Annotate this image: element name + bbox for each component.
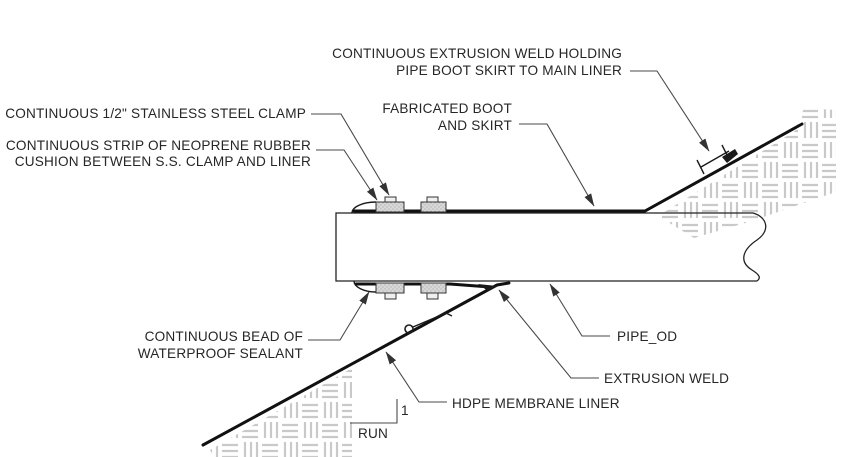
pipe-break-symbol — [743, 212, 767, 282]
boot-wrap-arc-top — [351, 201, 377, 214]
leader-weld-holding — [630, 70, 710, 152]
upper-extrusion-weld-bead — [696, 144, 738, 175]
leader-sealant — [308, 291, 370, 341]
hdpe-liner-lower-slope — [201, 281, 511, 447]
lower-skirt-curl-weld — [404, 312, 453, 334]
slope-run-label: RUN — [358, 426, 388, 441]
label-neoprene: CONTINUOUS STRIP OF NEOPRENE RUBBER CUSH… — [6, 138, 311, 169]
label-neoprene-line1: CONTINUOUS STRIP OF NEOPRENE RUBBER — [6, 138, 311, 153]
label-sealant: CONTINUOUS BEAD OF WATERPROOF SEALANT — [138, 329, 303, 361]
pipe-outline — [335, 212, 757, 282]
bottom-weld-blob — [478, 284, 497, 291]
label-neoprene-line2: CUSHION BETWEEN S.S. CLAMP AND LINER — [15, 154, 311, 169]
leader-ss-clamp — [311, 113, 390, 196]
slope-indicator: 1 RUN — [350, 399, 409, 441]
label-weld-holding: CONTINUOUS EXTRUSION WELD HOLDING PIPE B… — [332, 46, 622, 78]
stainless-clamp-top-1 — [375, 196, 405, 213]
leader-fabricated-boot — [519, 123, 595, 207]
label-ss-clamp: CONTINUOUS 1/2" STAINLESS STEEL CLAMP — [5, 106, 306, 121]
soil-hatch-upper — [658, 108, 836, 238]
label-weld-holding-line1: CONTINUOUS EXTRUSION WELD HOLDING — [332, 46, 622, 61]
soil-hatch-lower — [210, 368, 352, 457]
leader-neoprene — [316, 149, 378, 201]
boot-skirt-top-liner — [352, 122, 804, 213]
label-sealant-line2: WATERPROOF SEALANT — [138, 346, 303, 361]
label-extrusion-weld: EXTRUSION WELD — [604, 371, 729, 386]
label-fabricated-boot: FABRICATED BOOT AND SKIRT — [382, 101, 512, 133]
leader-extrusion-weld — [498, 289, 599, 379]
label-fabricated-boot-line1: FABRICATED BOOT — [382, 101, 512, 116]
stainless-clamp-top-2 — [420, 196, 447, 213]
stainless-clamp-bottom-2 — [420, 282, 447, 300]
label-fabricated-boot-line2: AND SKIRT — [438, 118, 512, 133]
label-pipe-od: PIPE_OD — [617, 329, 677, 344]
boot-wrap-arc-bottom — [353, 280, 377, 293]
slope-rise-label: 1 — [401, 403, 409, 418]
label-sealant-line1: CONTINUOUS BEAD OF — [145, 329, 303, 344]
label-weld-holding-line2: PIPE BOOT SKIRT TO MAIN LINER — [396, 63, 622, 78]
leader-pipe-od — [549, 283, 610, 337]
stainless-clamp-bottom-1 — [375, 282, 405, 300]
label-hdpe-liner: HDPE MEMBRANE LINER — [452, 396, 620, 411]
leader-hdpe-liner — [385, 351, 447, 403]
